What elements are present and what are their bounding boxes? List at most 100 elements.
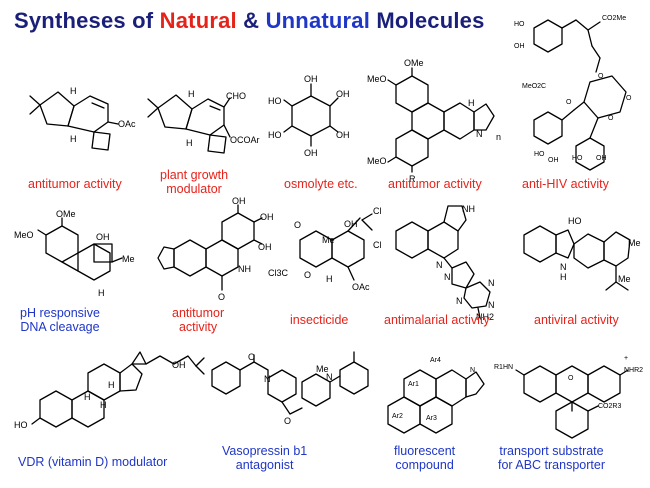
atom-label: Ar4 xyxy=(430,357,441,364)
molecule-3: OH OH HO OH HO OH xyxy=(268,74,350,158)
atom-label: H xyxy=(188,89,195,99)
atom-label: O xyxy=(566,99,572,106)
title-natural: Natural xyxy=(159,8,237,33)
atom-label: OH xyxy=(232,196,246,206)
atom-label: MeO xyxy=(367,156,387,166)
atom-label: NHR2 xyxy=(624,367,643,374)
molecule-8: OH Cl Cl Me O Cl3C O H OAc xyxy=(268,206,382,292)
caption-vdr-modulator: VDR (vitamin D) modulator xyxy=(18,455,168,469)
atom-label: N xyxy=(456,296,463,306)
molecule-10: HO Me Me N H xyxy=(523,216,641,291)
atom-label: OH xyxy=(344,219,358,229)
atom-label: N xyxy=(326,372,333,382)
atom-label: OH xyxy=(96,232,110,242)
molecule-1: OAc H H xyxy=(29,86,136,151)
molecule-5: HO OH CO2Me O MeO2C O O O HO OH HO OH xyxy=(514,15,632,171)
caption-antimalarial: antimalarial activity xyxy=(384,313,490,327)
atom-label: Cl xyxy=(373,240,382,250)
atom-label: OH xyxy=(336,130,350,140)
atom-label: H xyxy=(468,98,475,108)
atom-label: Cl xyxy=(373,206,382,216)
atom-label: Ar2 xyxy=(392,413,403,420)
atom-label: HO xyxy=(568,216,582,226)
atom-label: HO xyxy=(514,21,525,28)
atom-label: H xyxy=(100,400,107,410)
atom-label: HO xyxy=(268,96,282,106)
atom-label: Me xyxy=(628,238,641,248)
atom-label: O xyxy=(626,95,632,102)
atom-label: OH xyxy=(336,89,350,99)
atom-label: N xyxy=(476,129,483,139)
atom-label: NH2 xyxy=(476,312,494,322)
atom-label: OH xyxy=(172,360,186,370)
atom-label: H xyxy=(70,134,77,144)
atom-label: Me xyxy=(618,274,631,284)
atom-label: N xyxy=(488,300,495,310)
atom-label: H xyxy=(98,288,105,298)
atom-label: CHO xyxy=(226,91,246,101)
caption-antitumor-1: antitumor activity xyxy=(28,177,122,191)
molecule-14: R1HN O + NHR2 CO2R3 xyxy=(494,355,643,439)
molecule-11: OH H H H HO xyxy=(14,351,205,430)
atom-label: CO2Me xyxy=(602,15,626,22)
atom-label: HO xyxy=(534,151,545,158)
atom-label: OH xyxy=(260,212,274,222)
atom-label: Ar1 xyxy=(408,381,419,388)
atom-label: H xyxy=(108,380,115,390)
molecule-7: OH OH OH NH O xyxy=(157,196,274,302)
atom-label: CO2R3 xyxy=(598,403,621,410)
atom-label: OMe xyxy=(56,209,76,219)
atom-label: OH xyxy=(258,242,272,252)
atom-label: OAc xyxy=(352,282,370,292)
atom-label: H xyxy=(70,86,77,96)
caption-osmolyte: osmolyte etc. xyxy=(284,177,358,191)
atom-label: O xyxy=(284,416,291,426)
atom-label: O xyxy=(598,73,604,80)
atom-label: OH xyxy=(596,155,607,162)
atom-label: OH xyxy=(304,74,318,84)
atom-label: O xyxy=(218,292,225,302)
atom-label: HO xyxy=(268,130,282,140)
atom-label: OMe xyxy=(404,58,424,68)
caption-antitumor-2: antitumor activity xyxy=(388,177,482,191)
atom-label: N xyxy=(488,278,495,288)
molecule-6: OMe MeO OH Me H xyxy=(14,209,135,298)
atom-label: OCOAr xyxy=(230,135,260,145)
atom-label: NH xyxy=(462,204,475,214)
molecule-4: OMe MeO H N n MeO R xyxy=(367,58,501,184)
atom-label: O xyxy=(608,115,614,122)
page-title: Syntheses of Natural & Unnatural Molecul… xyxy=(14,8,485,33)
atom-label: + xyxy=(624,355,628,362)
atom-label: N xyxy=(264,374,271,384)
atom-label: N xyxy=(560,262,567,272)
molecule-9: NH N N N N N NH2 xyxy=(395,204,495,322)
atom-label: O xyxy=(568,375,574,382)
molecule-2: CHO H H OCOAr xyxy=(147,89,260,154)
molecule-13: Ar4 N Ar1 Ar2 Ar3 xyxy=(387,357,485,434)
atom-label: OH xyxy=(548,157,559,164)
atom-label: OH xyxy=(514,43,525,50)
atom-label: R1HN xyxy=(494,364,513,371)
atom-label: H xyxy=(326,274,333,284)
molecule-12: Me N N O O xyxy=(211,351,369,426)
caption-antiviral: antiviral activity xyxy=(534,313,619,327)
atom-label: N xyxy=(470,367,475,374)
atom-label: MeO xyxy=(14,230,34,240)
atom-label: Me xyxy=(322,235,335,245)
title-unnatural: Unnatural xyxy=(265,8,371,33)
atom-label: H xyxy=(186,138,193,148)
atom-label: HO xyxy=(572,155,583,162)
atom-label: Cl3C xyxy=(268,268,289,278)
atom-label: O xyxy=(248,352,255,362)
caption-insecticide: insecticide xyxy=(290,313,349,327)
atom-label: NH xyxy=(238,264,251,274)
atom-label: H xyxy=(560,272,567,282)
atom-label: Ar3 xyxy=(426,415,437,422)
